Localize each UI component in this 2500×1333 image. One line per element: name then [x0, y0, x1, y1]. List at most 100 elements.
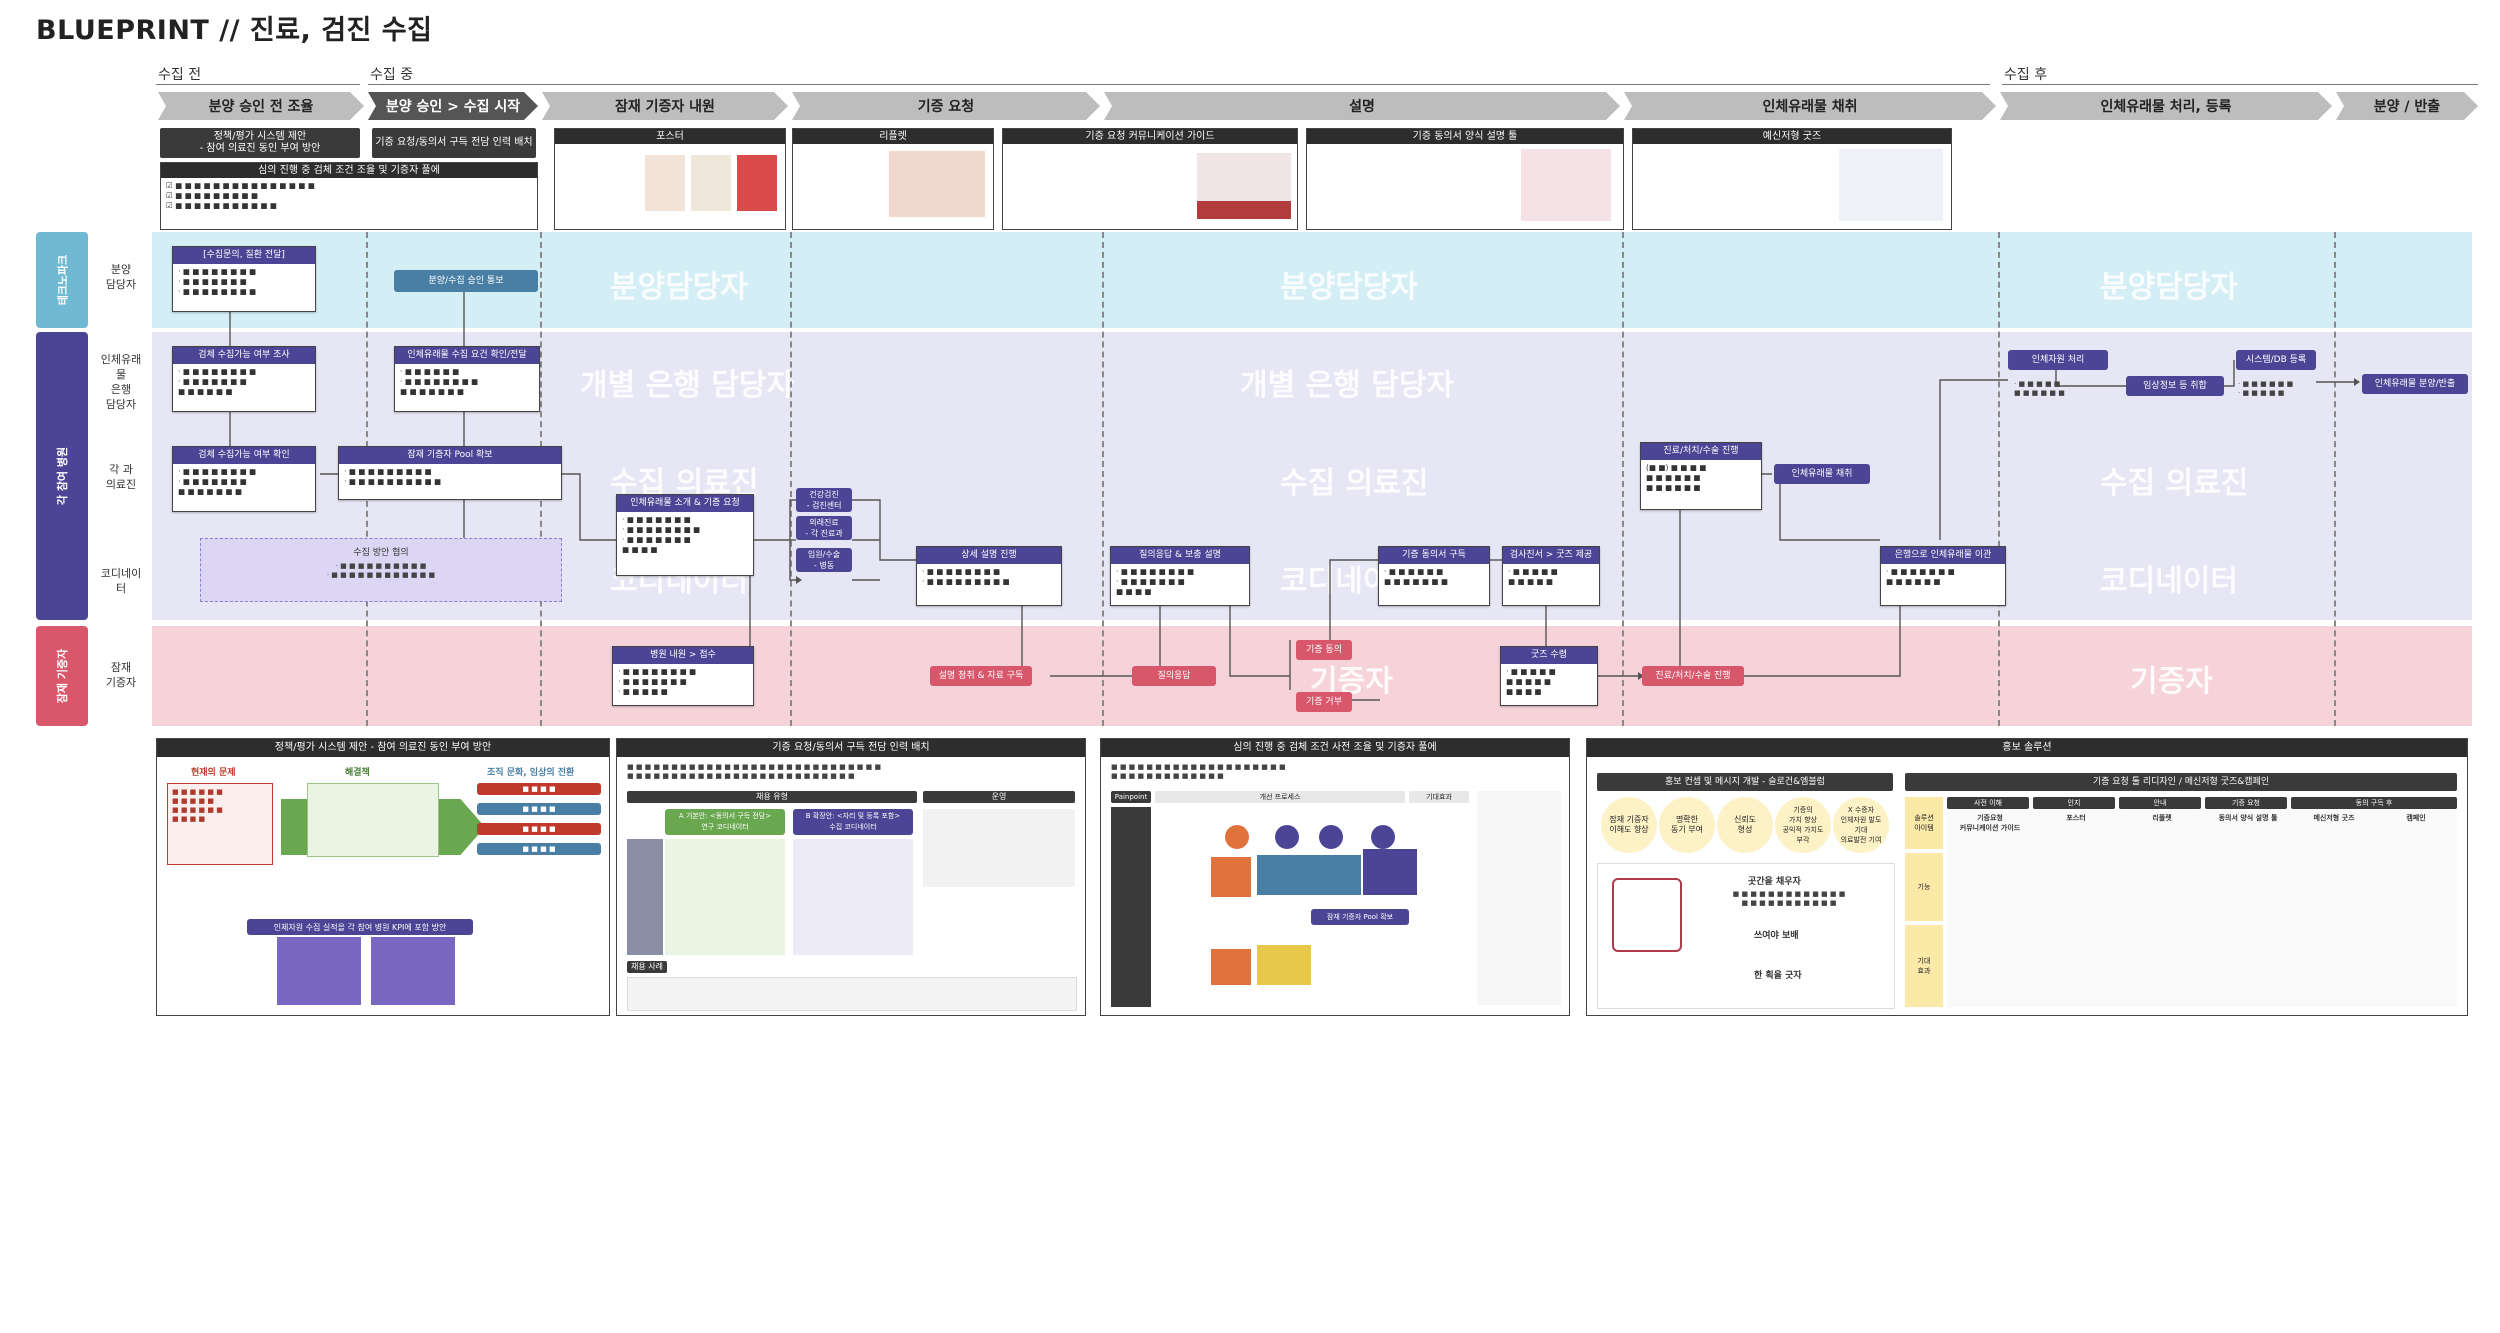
node-inquiry[interactable]: [수집문의, 질환 전달] · ■ ■ ■ ■ ■ ■ ■ ■· ■ ■ ■ ■… — [172, 246, 316, 312]
panel-policy: 정책/평가 시스템 제안 - 참여 의료진 동인 부여 방안 현재의 문제 해결… — [156, 738, 610, 1016]
node-db-register[interactable]: 시스템/DB 등록 — [2236, 350, 2316, 370]
tool-card-poster: 포스터 — [554, 128, 786, 230]
panel-subheader: 기증 요청 툴 리디자인 / 메신저형 굿즈&캠페인 — [1905, 773, 2457, 791]
stage-request: 기증 요청 — [792, 92, 1100, 120]
node-agree[interactable]: 기증 동의 — [1296, 640, 1352, 660]
lane-label-bank: 인체유래물 은행 담당자 — [100, 353, 142, 411]
panel-promotion: 홍보 솔루션 홍보 컨셉 및 메시지 개발 - 슬로건&엠블럼 기증 요청 툴 … — [1586, 738, 2468, 1016]
slogan-box: 곳간을 채우자 ■ ■ ■ ■ ■ ■ ■ ■ ■ ■ ■ ■ ■■ ■ ■ ■… — [1597, 863, 1895, 1009]
card-header: 포스터 — [555, 129, 785, 144]
panel-staff: 기증 요청/동의서 구득 전담 인력 배치 ■ ■ ■ ■ ■ ■ ■ ■ ■ … — [616, 738, 1086, 1016]
tool-card-guide: 기증 요청 커뮤니케이션 가이드 — [1002, 128, 1298, 230]
stage-collect: 인체유래물 채취 — [1624, 92, 1996, 120]
effect-column — [1477, 791, 1561, 1005]
node-goods-give[interactable]: 검사진서 > 굿즈 제공 · ■ ■ ■ ■ ■ ■ ■ ■ ■ ■ — [1502, 546, 1600, 606]
node-check[interactable]: 검체 수집가능 여부 확인 · ■ ■ ■ ■ ■ ■ ■ ■· ■ ■ ■ ■… — [172, 446, 316, 512]
process-dot — [1371, 825, 1395, 849]
tool-card-goods: 예신저형 굿즈 — [1632, 128, 1952, 230]
panel-subheader: 채용 사례 — [627, 961, 667, 973]
option-b-body — [793, 839, 913, 955]
lane-watermark: 개별 은행 담당자 — [1240, 368, 1455, 403]
lane-watermark: 분양담당자 — [610, 270, 748, 305]
tool-grid: 사전 이해 인지 안내 기증 요청 동의 구득 후 기증요청 커뮤니케이션 가이… — [1947, 797, 2457, 1007]
lane-watermark: 기증자 — [2130, 664, 2213, 699]
painpoint-column — [1111, 807, 1151, 1007]
node-treatment[interactable]: 진료/처치/수술 진행 (■ ■) ■ ■ ■ ■■ ■ ■ ■ ■ ■■ ■ … — [1640, 442, 1762, 510]
option-a-body — [665, 839, 785, 955]
kpi-box — [277, 937, 361, 1005]
case-image — [627, 977, 1077, 1011]
phase-line — [2002, 84, 2478, 85]
node-detailed-explain[interactable]: 상세 설명 진행 · ■ ■ ■ ■ ■ ■ ■ ■· ■ ■ ■ ■ ■ ■ … — [916, 546, 1062, 606]
node-approval-notice[interactable]: 분양/수집 승인 통보 — [394, 270, 538, 292]
node-inpatient[interactable]: 입원/수술 - 병동 — [796, 548, 852, 572]
stage-divider — [1998, 232, 2000, 726]
stage-visit: 잠재 기증자 내원 — [542, 92, 788, 120]
node-collect[interactable]: 인체유래물 채취 — [1774, 464, 1870, 484]
node-distribute[interactable]: 인체유래물 분양/반출 — [2362, 374, 2468, 394]
lane-label-coordinator: 코디네이터 — [100, 567, 142, 595]
pool-box: 잠재 기증자 Pool 확보 — [1311, 909, 1409, 925]
row-header: 솔루션 아이템 — [1905, 797, 1943, 849]
card-header: 기증 요청 커뮤니케이션 가이드 — [1003, 129, 1297, 144]
node-note: · ■ ■ ■ ■ ■ ■· ■ ■ ■ ■ ■ — [2238, 380, 2294, 397]
node-qna[interactable]: 질의응답 — [1132, 666, 1216, 686]
flow-connectors — [226, 292, 2360, 701]
stage-process: 인체유래물 처리, 등록 — [2000, 92, 2332, 120]
node-consent[interactable]: 기증 동의서 구득 · ■ ■ ■ ■ ■ ■ ■ ■ ■ ■ ■ ■ ■ — [1378, 546, 1490, 606]
node-survey[interactable]: 검체 수집가능 여부 조사 · ■ ■ ■ ■ ■ ■ ■ ■· ■ ■ ■ ■… — [172, 346, 316, 412]
node-clinical-info[interactable]: 임상정보 등 취합 — [2126, 376, 2224, 396]
poster-thumb — [645, 155, 685, 211]
node-requirements[interactable]: 인체유래물 수집 요건 확인/전달 · ■ ■ ■ ■ ■ ■· ■ ■ ■ ■… — [394, 346, 540, 412]
node-goods-receive[interactable]: 굿즈 수령 · ■ ■ ■ ■ ■ ■ ■ ■ ■ ■ ■ ■ ■ ■ — [1500, 646, 1598, 706]
stage-approval-start: 분양 승인 > 수집 시작 — [368, 92, 538, 120]
node-transfer[interactable]: 은행으로 인체유래물 이관 · ■ ■ ■ ■ ■ ■ ■ ■ ■ ■ ■ ■ … — [1880, 546, 2006, 606]
slogan: 곳간을 채우자 — [1748, 877, 1801, 887]
goods-thumb — [1839, 149, 1943, 221]
panel-heading: 조직 문화, 임상의 전환 — [487, 768, 575, 778]
lane-side-hospital: 각 참여 병원 — [36, 332, 88, 620]
process-box — [1211, 949, 1251, 985]
lane-watermark: 수집 의료진 — [1280, 466, 1429, 501]
node-treatment-donor[interactable]: 진료/처치/수술 진행 — [1642, 666, 1744, 686]
node-checkup[interactable]: 건강검진 - 검진센터 — [796, 488, 852, 512]
tool-card-leaflet: 리플렛 — [792, 128, 994, 230]
process-dot — [1275, 825, 1299, 849]
slogan: 쓰여야 보배 — [1754, 931, 1799, 941]
poster-thumb — [691, 155, 731, 211]
node-introduce[interactable]: 인체유래물 소개 & 기증 요청 · ■ ■ ■ ■ ■ ■ ■· ■ ■ ■ … — [616, 494, 754, 576]
stage-pre-approval: 분양 승인 전 조율 — [158, 92, 364, 120]
lane-label-clinician: 각 과 의료진 — [105, 463, 137, 491]
top-card-coordination: 심의 진행 중 검체 조건 조율 및 기증자 풀에 ☑ ■ ■ ■ ■ ■ ■ … — [160, 162, 538, 230]
lane-watermark: 코디네이터 — [2100, 564, 2238, 599]
node-discussion: 수집 방안 협의 · ■ ■ ■ ■ ■ ■ ■ ■ ■ ■· ■ ■ ■ ■ … — [200, 538, 562, 602]
row-labels — [627, 839, 663, 955]
kpi-banner: 인체자원 수집 실적을 각 참여 병원 KPI에 포함 방안 — [247, 919, 473, 935]
problem-box: ■ ■ ■ ■ ■ ■■ ■ ■ ■ ■■ ■ ■ ■ ■ ■■ ■ ■ ■ — [167, 783, 273, 865]
top-bar-staff: 기증 요청/동의서 구득 전담 인력 배치 — [372, 128, 536, 158]
node-pool[interactable]: 잠재 기증자 Pool 확보 · ■ ■ ■ ■ ■ ■ ■ ■ ■· ■ ■ … — [338, 446, 562, 500]
process-box — [1257, 855, 1361, 895]
phase-label-during: 수집 중 — [370, 67, 414, 83]
panel-heading: 현재의 문제 — [191, 768, 236, 778]
panel-heading: 해결책 — [345, 768, 370, 778]
node-refuse[interactable]: 기증 거부 — [1296, 692, 1352, 712]
lane-watermark: 분양담당자 — [1280, 270, 1418, 305]
guide-thumb — [1197, 153, 1291, 219]
node-visit[interactable]: 병원 내원 > 접수 · ■ ■ ■ ■ ■ ■ ■ ■· ■ ■ ■ ■ ■ … — [612, 646, 754, 706]
card-body: ☑ ■ ■ ■ ■ ■ ■ ■ ■ ■ ■ ■ ■ ■ ■ ■☑ ■ ■ ■ ■… — [166, 181, 315, 210]
process-box — [1363, 849, 1417, 895]
lane-label-distribution: 분양 담당자 — [105, 263, 137, 291]
lane-label-donor: 잠재 기증자 — [105, 661, 137, 689]
top-bar-policy: 정책/평가 시스템 제안 - 참여 의료진 동인 부여 방안 — [160, 128, 360, 158]
node-bio-processing[interactable]: 인체자원 처리 — [2008, 350, 2108, 370]
node-outpatient[interactable]: 외래진료 - 각 진료과 — [796, 516, 852, 540]
node-qna-explain[interactable]: 질의응답 & 보충 설명 · ■ ■ ■ ■ ■ ■ ■ ■· ■ ■ ■ ■ … — [1110, 546, 1250, 606]
stage-distribute: 분양 / 반출 — [2336, 92, 2478, 120]
node-listen[interactable]: 설명 청취 & 자료 구독 — [930, 666, 1032, 686]
process-dot — [1319, 825, 1343, 849]
stage-explain: 설명 — [1104, 92, 1620, 120]
value-circle: 명확한 동기 부여 — [1659, 797, 1715, 853]
phase-label-after: 수집 후 — [2004, 67, 2048, 83]
row-header: 기능 — [1905, 853, 1943, 921]
